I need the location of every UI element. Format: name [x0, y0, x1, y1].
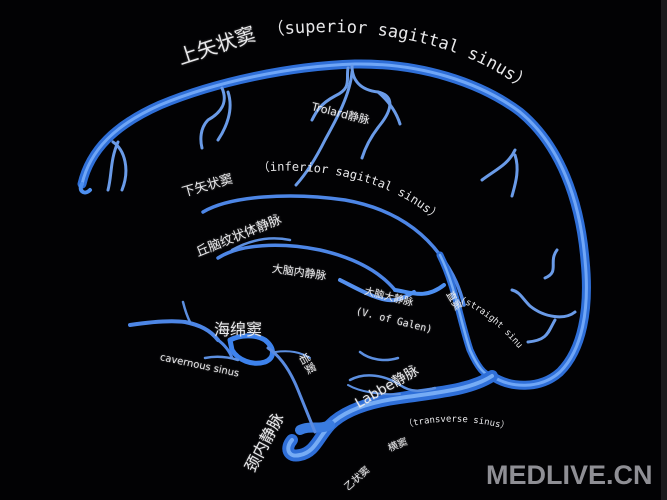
label-cavernous-sinus-cn: 海绵窦 — [214, 320, 263, 339]
superior-sagittal-sinus-vessel — [77, 59, 591, 390]
right-border — [661, 0, 667, 500]
petrosal-sinus-vessel — [266, 346, 317, 434]
inferior-sagittal-sinus-vessel — [201, 194, 466, 307]
internal-cerebral-vein-vessel — [216, 243, 397, 292]
cavernous-sinus-vessel — [128, 300, 275, 366]
transverse-sinus-vessel — [282, 370, 498, 462]
thalamostriate-vein-vessel — [230, 237, 292, 252]
cortical-veins — [106, 64, 577, 344]
watermark: MEDLIVE.CN — [486, 460, 653, 490]
labbe-vein-vessel — [348, 374, 437, 392]
straight-sinus-vessel — [393, 251, 496, 380]
